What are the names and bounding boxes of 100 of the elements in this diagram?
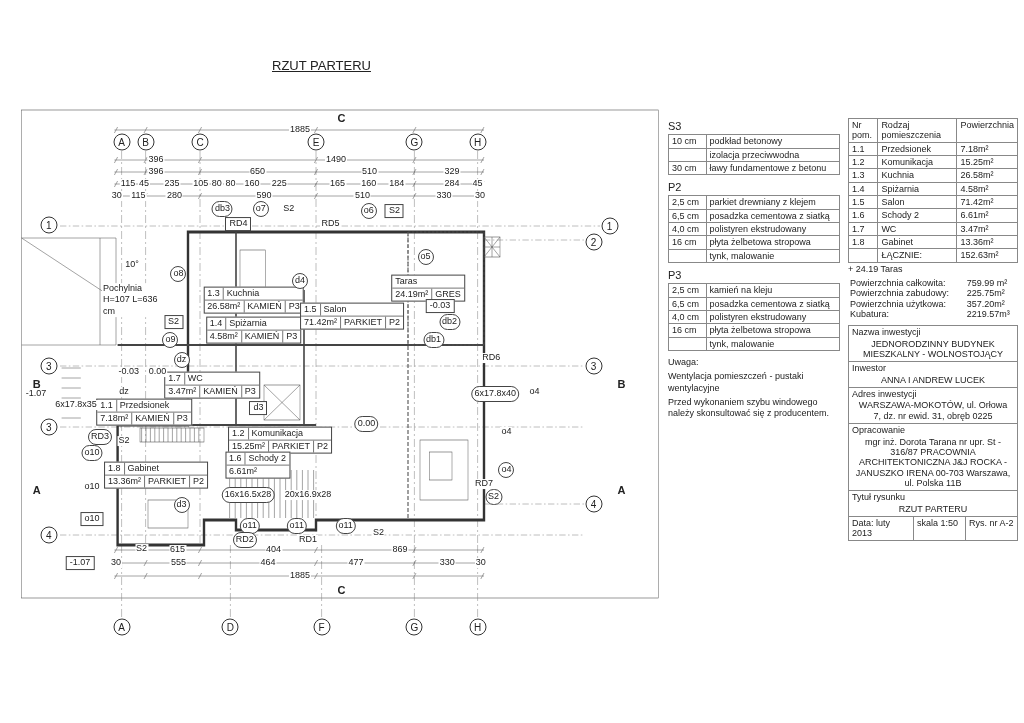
table-cell: 10 cm — [668, 134, 707, 149]
tag-text: Schody 2 — [247, 452, 288, 465]
table-cell: 13.36m² — [956, 235, 1018, 249]
table-cell: ŁĄCZNIE: — [877, 248, 957, 263]
table-cell: 26.58m² — [956, 168, 1018, 183]
room-name: Salon — [322, 303, 348, 316]
table-cell: Rodzaj pomieszczenia — [877, 118, 957, 143]
table-cell: Spiżarnia — [877, 182, 957, 196]
table-cell: 1.4 — [848, 182, 878, 196]
opening-tag: S2 — [485, 489, 503, 505]
grid-axis-bubble: H — [469, 133, 487, 151]
grid-axis-bubble: 3 — [40, 357, 58, 375]
table-cell: tynk, malowanie — [706, 249, 840, 263]
opening-tag: o4 — [498, 462, 515, 478]
opening-tag: d3 — [173, 497, 190, 513]
dimension-text: 165 — [329, 179, 347, 189]
dimension-text: 160 — [360, 179, 378, 189]
room-name: Przedsionek — [118, 399, 171, 412]
field-caption: Nazwa inwestycji — [852, 327, 922, 338]
plan-annotation: S2 — [117, 436, 131, 446]
plan-annotation: RD6 — [481, 353, 502, 363]
table-cell: 1.3 — [848, 168, 878, 183]
table-cell: płyta żelbetowa stropowa — [706, 323, 840, 338]
tag-text: 6.61m² — [228, 465, 259, 478]
table-cell: podkład betonowy — [706, 134, 840, 149]
title-block-text: ANNA I ANDREW LUCEK — [880, 373, 986, 387]
note-text: Uwaga: — [668, 357, 700, 369]
summary-text: Powierzchnia zabudowy: — [849, 288, 951, 299]
opening-tag: o10 — [81, 445, 103, 461]
dimension-text: 329 — [443, 167, 461, 177]
dimension-text: 510 — [353, 191, 371, 201]
dimension-text: 30 — [110, 191, 123, 201]
section-mark: A — [616, 483, 627, 497]
table-cell: 2,5 cm — [668, 195, 707, 210]
opening-tag: db2 — [439, 314, 461, 330]
tag-text: 24.19m² — [392, 288, 433, 301]
summary-text: 2219.57m³ — [965, 309, 1011, 320]
layer-code: P2 — [191, 475, 205, 488]
room-number: 1.2 — [229, 427, 249, 440]
table-cell: 7.18m² — [956, 142, 1018, 156]
room-area: 3.47m² — [165, 385, 201, 398]
layer-code: P3 — [243, 385, 257, 398]
room-name: Gabinet — [126, 462, 161, 475]
dimension-text: 30 — [474, 191, 486, 201]
grid-axis-bubble: G — [405, 133, 423, 151]
table-cell: skala 1:50 — [913, 516, 966, 541]
grid-axis-bubble: 3 — [585, 357, 603, 375]
floor-finish: KAMIEŃ — [132, 412, 174, 425]
plan-annotation: S2 — [135, 544, 149, 554]
opening-tag: 0.00 — [354, 416, 379, 432]
dimension-text: 396 — [147, 167, 165, 177]
field-caption: Inwestor — [852, 363, 887, 374]
room-name: Kuchnia — [225, 287, 261, 300]
grid-axis-bubble: 4 — [585, 495, 603, 513]
room-number: 1.8 — [105, 462, 125, 475]
dimension-text: 464 — [259, 558, 277, 568]
grid-axis-bubble: D — [221, 618, 239, 636]
title-block-text: mgr inż. Dorota Tarana nr upr. St - 316/87 PRACOWNIA ARCHITEKTONICZNA J&J ROCKA - JANUSZKO IRENA 00-703 Warszawa, ul. Polska 11B — [854, 435, 1012, 490]
room-area: 71.42m² — [301, 316, 342, 329]
opening-tag: o9 — [162, 332, 179, 348]
table-cell: polistyren ekstrudowany — [706, 222, 840, 236]
dimension-text: 330 — [435, 191, 453, 201]
dimension-text: 869 — [391, 545, 409, 555]
table-cell: 4.58m² — [956, 182, 1018, 196]
table-cell: Przedsionek — [877, 142, 957, 156]
dimension-text: 615 — [169, 545, 187, 555]
wall-type-tag: o10 — [80, 512, 104, 526]
dimension-text: 1490 — [325, 155, 347, 165]
opening-tag: o8 — [170, 266, 187, 282]
plan-annotation: 20x16.9x28 — [283, 490, 333, 500]
dimension-text: 590 — [255, 191, 273, 201]
plan-annotation: o4 — [528, 387, 541, 397]
floor-finish: PARKIET — [145, 475, 190, 488]
plan-annotation: RD7 — [474, 479, 494, 489]
table-cell: 1.5 — [848, 195, 878, 209]
table-cell: polistyren ekstrudowany — [706, 310, 840, 324]
section-mark: B — [31, 377, 42, 391]
wall-type-tag: d3 — [249, 401, 268, 415]
opening-tag: 6x17.8x40 — [471, 386, 519, 402]
wall-type-tag: S2 — [384, 204, 404, 218]
table-cell: ławy fundamentowe z betonu — [706, 161, 840, 175]
floor-finish: PARKIET — [341, 316, 386, 329]
title-block-text: WARSZAWA-MOKOTÓW, ul. Orłowa 7, dz. nr ewid. 31, obręb 0225 — [857, 399, 1009, 423]
layer-code: P3 — [285, 330, 299, 343]
grid-axis-bubble: A — [113, 133, 131, 151]
dimension-text: 184 — [388, 179, 406, 189]
plan-annotation: -0.03 — [117, 367, 141, 377]
plan-annotation: 6x17.8x35 — [54, 400, 98, 410]
room-area: 7.18m² — [97, 412, 133, 425]
title-block-text: RZUT PARTERU — [897, 502, 969, 515]
room-name: Komunikacja — [250, 427, 305, 440]
tag-text: GRES — [434, 288, 462, 301]
table-cell: Schody 2 — [877, 208, 957, 223]
table-cell: płyta żelbetowa stropowa — [706, 235, 840, 250]
dimension-text: 105 — [192, 179, 210, 189]
table-cell: 1.2 — [848, 155, 878, 169]
plan-annotation: o10 — [83, 482, 101, 492]
summary-text: 759.99 m² — [965, 278, 1009, 289]
table-cell: tynk, malowanie — [706, 337, 840, 351]
plan-annotation: dz — [118, 387, 130, 397]
